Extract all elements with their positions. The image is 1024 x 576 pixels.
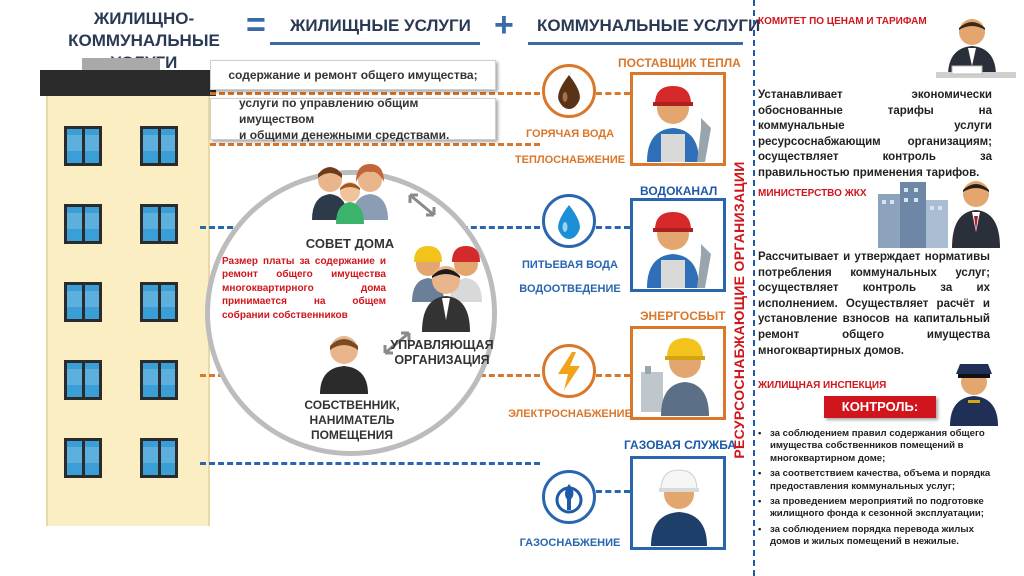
connector-water-org	[596, 226, 630, 229]
panel-separator	[753, 0, 755, 576]
building-body	[46, 96, 210, 526]
building-window	[140, 282, 178, 322]
lightning-icon	[558, 352, 580, 390]
double-arrow-icon-2	[383, 331, 411, 355]
resource-label-hot-water: ГОРЯЧАЯ ВОДА	[525, 128, 615, 140]
building-window	[140, 204, 178, 244]
official-with-buildings-icon	[878, 181, 1000, 248]
resource-label-sewerage: ВОДООТВЕДЕНИЕ	[519, 283, 621, 295]
building-window	[64, 126, 102, 166]
service-box-management: услуги по управлению общим имуществом и …	[210, 96, 496, 142]
ministry-title: МИНИСТЕРСТВО ЖКХ	[758, 188, 867, 199]
housing-underline	[270, 42, 480, 45]
communal-services-title: КОММУНАЛЬНЫЕ УСЛУГИ	[537, 16, 761, 35]
gas-worker-icon	[651, 469, 707, 546]
connector-line-gas	[200, 462, 540, 465]
resource-label-electricity: ЭЛЕКТРОСНАБЖЕНИЕ	[508, 408, 632, 420]
housing-services-title: ЖИЛИЩНЫЕ УСЛУГИ	[290, 16, 471, 35]
building-window	[64, 204, 102, 244]
council-label: СОВЕТ ДОМА	[305, 236, 395, 251]
control-item: за соблюдением правил содержания общего …	[758, 428, 994, 465]
connector-line-housing-1	[210, 92, 540, 95]
payment-note: Размер платы за содержание и ремонт обще…	[222, 256, 386, 321]
double-arrow-icon	[408, 193, 436, 217]
service-box-maintenance: содержание и ремонт общего имущества;	[210, 60, 496, 90]
inspection-title: ЖИЛИЩНАЯ ИНСПЕКЦИЯ	[758, 380, 887, 391]
control-item: за соответствием качества, объема и поря…	[758, 468, 994, 493]
water-drop-icon	[558, 205, 580, 239]
org-title-heat-supplier: ПОСТАВЩИК ТЕПЛА	[618, 56, 741, 70]
gas-flame-icon	[555, 484, 583, 514]
committee-title: КОМИТЕТ ПО ЦЕНАМ И ТАРИФАМ	[758, 16, 927, 27]
resource-label-gas: ГАЗОСНАБЖЕНИЕ	[519, 537, 621, 549]
plus-sign: +	[494, 6, 514, 44]
owner-label: СОБСТВЕННИК, НАНИМАТЕЛЬ ПОМЕЩЕНИЯ	[304, 398, 400, 442]
management-label: УПРАВЛЯЮЩАЯ ОРГАНИЗАЦИЯ	[390, 338, 494, 367]
oil-drop-icon	[558, 75, 580, 109]
building-window	[140, 126, 178, 166]
control-list: за соблюдением правил содержания общего …	[758, 428, 994, 552]
connector-heat-org	[596, 92, 630, 95]
police-officer-icon	[950, 364, 998, 426]
resource-label-drinking-water: ПИТЬЕВАЯ ВОДА	[522, 259, 618, 271]
control-badge: КОНТРОЛЬ:	[824, 396, 936, 418]
control-item: за соблюдением порядка перевода жилых до…	[758, 524, 994, 549]
plumber-worker-icon	[647, 86, 711, 162]
communal-underline	[528, 42, 743, 45]
org-title-energosbyt: ЭНЕРГОСБЫТ	[640, 309, 726, 323]
building-window	[64, 360, 102, 400]
building-window	[140, 360, 178, 400]
council-people-icon	[312, 164, 388, 224]
equals-sign: =	[246, 6, 266, 44]
org-title-gas-service: ГАЗОВАЯ СЛУЖБА	[624, 438, 737, 452]
control-item: за проведением мероприятий по подготовке…	[758, 496, 994, 521]
plumber-worker-icon-2	[647, 212, 711, 288]
connector-line-housing-2	[210, 143, 540, 146]
owner-person-icon	[320, 336, 368, 394]
org-title-vodokanal: ВОДОКАНАЛ	[640, 184, 718, 198]
building-window	[64, 282, 102, 322]
building-roof-chimney	[82, 58, 160, 70]
building-window	[140, 438, 178, 478]
connector-gas-org	[596, 490, 630, 493]
connector-electric-org	[596, 374, 630, 377]
vertical-label-resource-orgs: РЕСУРСОСНАБЖАЮЩИЕ ОРГАНИЗАЦИИ	[731, 161, 747, 459]
ministry-text: Рассчитывает и утверждает нормативы потр…	[758, 251, 990, 357]
committee-text: Устанавливает экономически обоснованные …	[758, 89, 992, 179]
electrician-worker-icon	[641, 338, 709, 416]
resource-label-heating: ТЕПЛОСНАБЖЕНИЕ	[514, 154, 626, 166]
right-panel: КОМИТЕТ ПО ЦЕНАМ И ТАРИФАМ Устанавливает…	[758, 0, 1024, 576]
official-at-desk-icon	[936, 19, 1016, 78]
building-roof	[40, 70, 216, 96]
management-team-icon	[412, 246, 482, 332]
building-window	[64, 438, 102, 478]
